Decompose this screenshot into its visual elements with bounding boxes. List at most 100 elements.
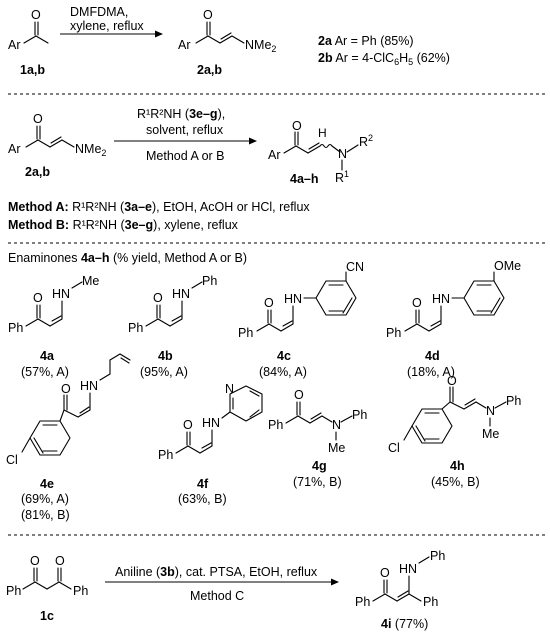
compound-4a-yield: (57%, A) [21,365,69,379]
method-a-description: Method A: R¹R²NH (3a–e), EtOH, AcOH or H… [8,200,310,214]
atom-hn: HN [399,562,417,576]
atom-ph: Ph [238,326,253,340]
compound-4g-structure: O Ph N Ph Me [268,388,367,455]
compound-4i-structure: O Ph HN Ph Ph [355,549,445,609]
reagent-method-c: Method C [190,589,244,603]
atom-o: O [30,554,40,568]
atom-ph: Ph [202,274,217,288]
atom-ph: Ph [386,326,401,340]
atom-hn: HN [284,292,302,306]
reagent-amine: R¹R²NH (3e–g), [137,107,225,121]
atom-ph: Ph [158,448,173,462]
atom-me: Me [328,441,345,455]
compound-4e-yield-b: (81%, B) [21,508,70,522]
compound-2ab-label: 2a,b [25,165,50,179]
compound-1ab-structure: O Ar [8,8,49,52]
compound-4ah-label: 4a–h [290,172,319,186]
atom-n: N [486,404,495,418]
atom-o: O [153,291,163,305]
compound-2ab-label: 2a,b [197,63,222,77]
compound-4d-yield: (18%, A) [407,365,455,379]
compound-4a-structure: O Ph HN Me [8,274,99,335]
atom-ome: OMe [494,259,521,273]
atom-hn: HN [80,379,98,393]
atom-n: N [338,147,347,161]
reaction-3: O O Ph Ph 1c Aniline (3b), cat. PTSA, Et… [6,549,445,631]
compound-4b-yield: (95%, A) [140,365,188,379]
atom-ph: Ph [268,418,283,432]
reagent-dmfdma: DMFDMA, [70,5,128,19]
atom-o: O [33,112,43,126]
atom-o: O [31,8,41,22]
compound-4a-label: 4a [40,349,55,363]
reagent-solvent: solvent, reflux [146,123,224,137]
atom-hn: HN [172,287,190,301]
compound-4c-label: 4c [277,349,291,363]
atom-ph: Ph [423,595,438,609]
atom-r2: R2 [359,133,373,149]
atom-me: Me [482,427,499,441]
atom-o: O [203,8,213,22]
atom-ph: Ph [128,321,143,335]
compound-1c-structure: O O Ph Ph [6,554,88,598]
method-b-description: Method B: R¹R²NH (3e–g), xylene, reflux [8,218,239,232]
compound-4h-yield: (45%, B) [431,475,480,489]
reagent-xylene: xylene, reflux [70,19,144,33]
atom-o: O [33,291,43,305]
compound-4h-label: 4h [450,459,465,473]
compound-4c-yield: (84%, A) [259,365,307,379]
atom-ph: Ph [430,549,445,563]
arrowhead-3 [331,578,339,586]
atom-o: O [447,374,457,388]
legend-2a: 2a Ar = Ph (85%) [318,34,414,48]
atom-o: O [61,382,71,396]
compound-2ab-structure: O Ar NMe2 [178,8,276,54]
atom-ph: Ph [8,321,23,335]
compound-4d-structure: O Ph HN OMe [386,259,521,340]
compound-4f-label: 4f [197,477,209,491]
atom-o: O [294,388,304,402]
compound-4f-yield: (63%, B) [178,492,227,506]
atom-me: Me [82,274,99,288]
atom-cl: Cl [6,453,18,467]
compound-4d-label: 4d [425,349,440,363]
atom-ph: Ph [506,394,521,408]
compound-1c-label: 1c [40,609,54,623]
compound-4b-structure: O Ph HN Ph [128,274,217,335]
arrowhead-1 [155,30,163,38]
compound-4e-label: 4e [40,477,54,491]
compound-4e-structure: O Cl HN [6,353,131,467]
atom-hn: HN [52,287,70,301]
atom-ar: Ar [268,148,281,162]
atom-hn: HN [432,292,450,306]
atom-ar: Ar [8,142,21,156]
reagent-method: Method A or B [146,149,225,163]
atom-r1: R1 [335,169,349,185]
atom-cl: Cl [388,441,400,455]
reaction-2: O Ar NMe2 2a,b R¹R²NH (3e–g), solvent, r… [8,107,373,232]
reaction-1: O Ar 1a,b DMFDMA, xylene, reflux O Ar NM… [8,5,450,77]
legend-2b: 2b Ar = 4-ClC6H5 (62%) [318,51,450,67]
atom-h: H [318,126,327,140]
compound-2ab-structure: O Ar NMe2 [8,112,106,158]
atom-ph: Ph [73,584,88,598]
compound-4b-label: 4b [158,349,173,363]
compound-1ab-label: 1a,b [20,63,45,77]
compound-4g-label: 4g [312,459,327,473]
atom-ar: Ar [8,38,21,52]
atom-n: N [332,418,341,432]
atom-o: O [264,296,274,310]
compound-4h-structure: O Cl N Ph Me [388,374,521,455]
atom-ph: Ph [352,408,367,422]
enaminones-heading: Enaminones 4a–h (% yield, Method A or B) [8,251,247,265]
atom-o: O [380,566,390,580]
atom-ar: Ar [178,38,191,52]
atom-n: N [225,382,234,396]
atom-cn: CN [346,260,364,274]
compound-4g-yield: (71%, B) [293,475,342,489]
atom-ph: Ph [6,584,21,598]
atom-nme2: NMe2 [245,38,276,54]
atom-nme2: NMe2 [75,142,106,158]
atom-ph: Ph [355,595,370,609]
